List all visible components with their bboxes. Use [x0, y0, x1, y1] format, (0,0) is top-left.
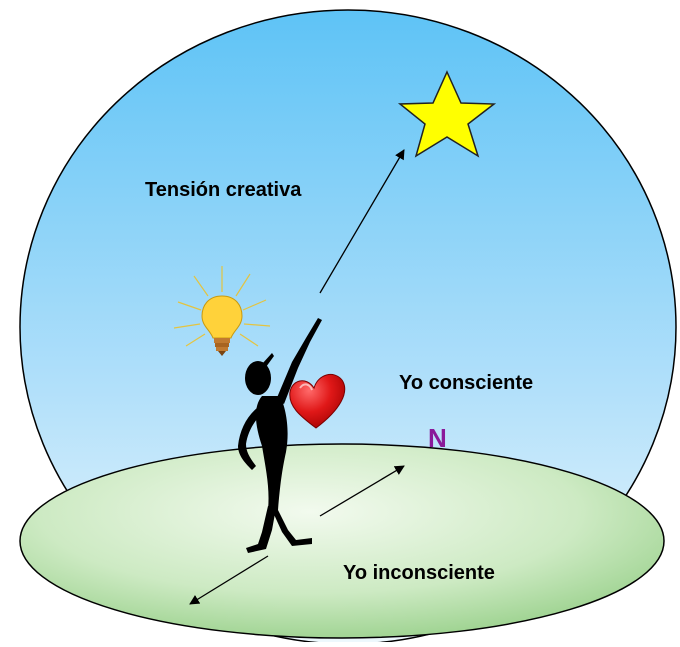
label-north: N [428, 423, 447, 453]
lightbulb-icon [173, 266, 271, 356]
heart-icon [289, 373, 346, 429]
label-yo-consciente: Yo consciente [399, 372, 533, 394]
label-tension-creativa: Tensión creativa [145, 179, 302, 201]
label-yo-inconsciente: Yo inconsciente [343, 562, 495, 584]
stick-figure-icon [238, 318, 322, 553]
ground-disc [19, 443, 665, 639]
ground-arrow-forward [319, 465, 405, 517]
ground-arrow-back [189, 555, 269, 605]
star-icon [397, 70, 497, 158]
tension-arrow [319, 149, 405, 294]
